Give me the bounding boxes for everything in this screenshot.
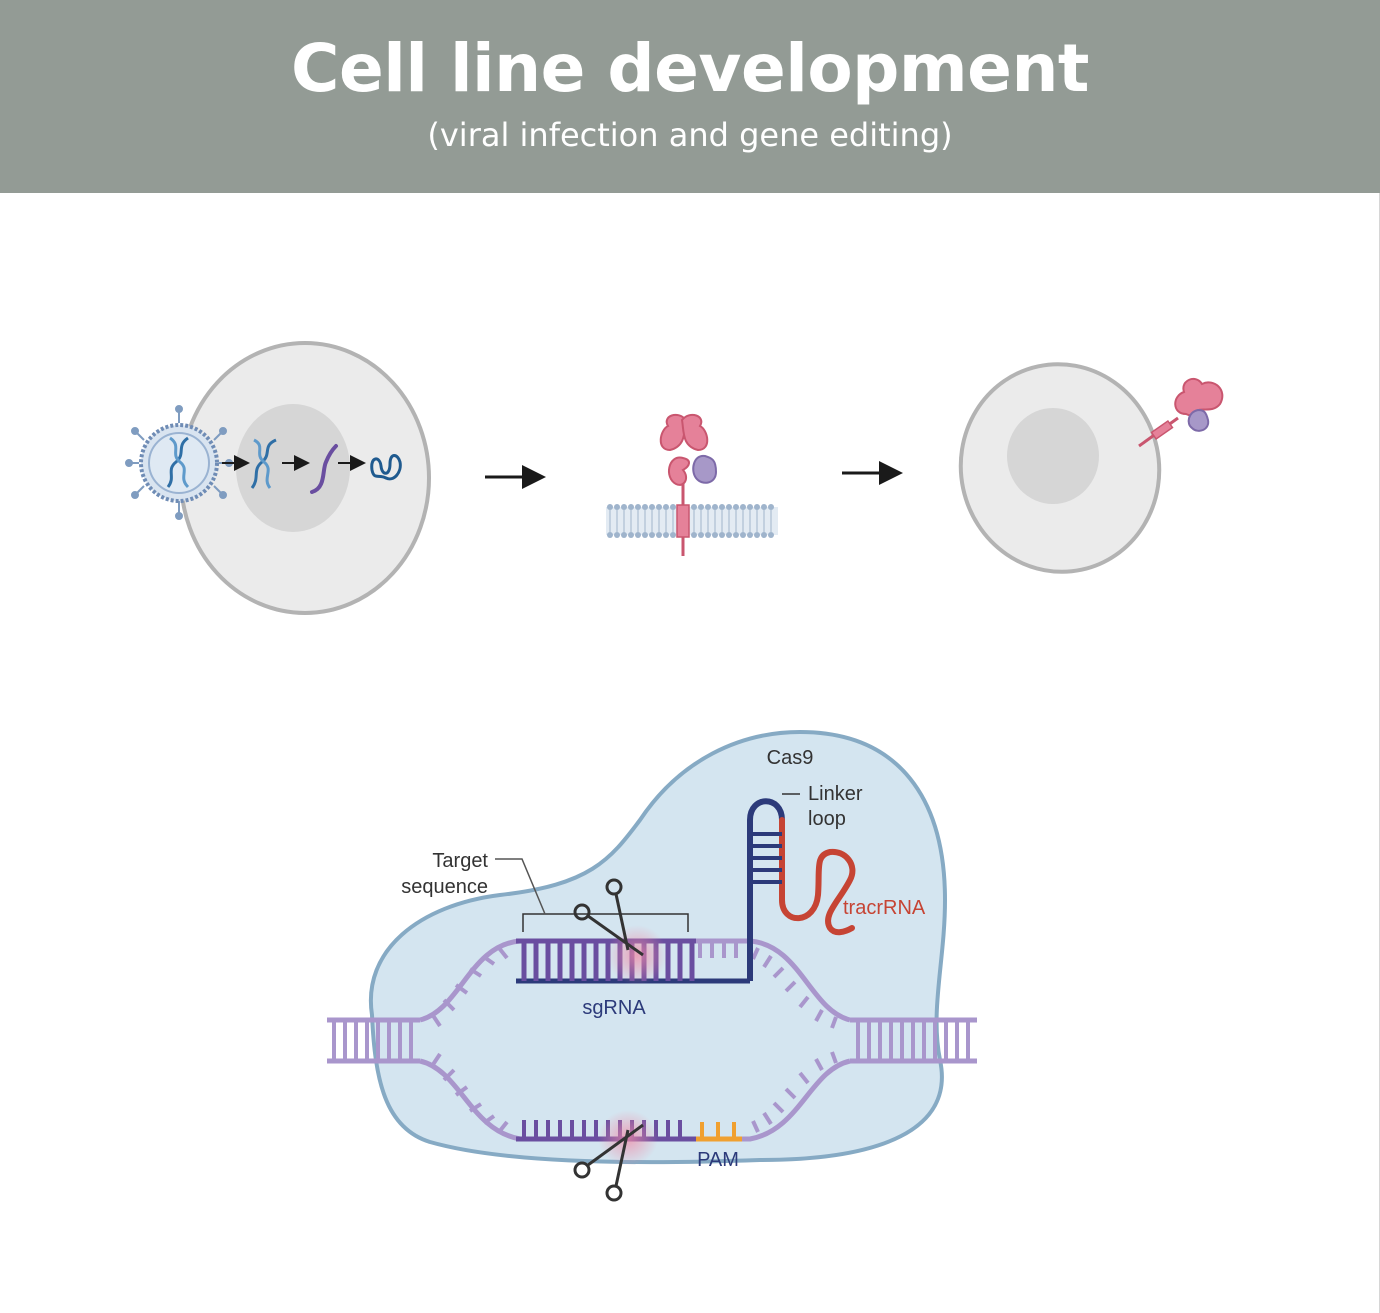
tracrrna-label: tracrRNA — [843, 897, 926, 919]
linker-label-line1: Linker — [808, 783, 863, 805]
page-title: Cell line development — [291, 30, 1089, 107]
transmembrane-domain — [676, 504, 690, 538]
pam-label: PAM — [697, 1149, 739, 1171]
crispr-cas9-diagram: Cas9 Linker loop Target sequence tracrRN… — [327, 729, 977, 1202]
cleavage-glow-bottom — [598, 1110, 658, 1166]
antibody-fab-right-icon — [680, 413, 709, 452]
protein-fold-icon — [370, 454, 402, 481]
sgrna-stem-navy — [747, 798, 785, 981]
target-leader-line — [495, 858, 546, 915]
engineered-cell — [958, 362, 1224, 574]
cell-3-nucleus — [1007, 408, 1099, 504]
antibody-fc-pink-icon — [667, 456, 690, 486]
target-bracket — [522, 913, 689, 932]
cleavage-glow-top — [607, 925, 667, 985]
scissors-bottom-icon — [573, 1123, 644, 1202]
target-label-line1: Target — [432, 850, 488, 872]
cas9-label: Cas9 — [767, 747, 814, 769]
lipid-bilayer — [606, 504, 778, 538]
scissors-top-icon — [573, 878, 644, 957]
diagram-canvas: Cas9 Linker loop Target sequence tracrRN… — [125, 341, 1224, 1202]
membrane-receptor — [606, 413, 778, 556]
target-label-line2: sequence — [401, 876, 488, 898]
page-subtitle: (viral infection and gene editing) — [427, 116, 953, 154]
viral-dna-icon — [166, 436, 189, 488]
virus-particle — [125, 405, 233, 520]
cell-1-nucleus — [236, 404, 350, 532]
surface-antibody-purple-icon — [1187, 408, 1210, 432]
linker-label-line2: loop — [808, 808, 846, 830]
antibody-fab-left-icon — [659, 413, 688, 452]
sgrna-label: sgRNA — [582, 997, 646, 1019]
tracrrna-strand — [779, 817, 856, 936]
antibody-fc-purple-icon — [692, 454, 718, 484]
mrna-icon — [310, 444, 338, 494]
pam-site — [696, 1122, 742, 1142]
dna-duplex-right — [850, 1017, 977, 1064]
dna-helix-icon — [250, 438, 277, 489]
dna-duplex-left — [327, 1017, 420, 1064]
header-banner — [0, 0, 1380, 193]
stem-loop-pairs — [750, 832, 782, 884]
